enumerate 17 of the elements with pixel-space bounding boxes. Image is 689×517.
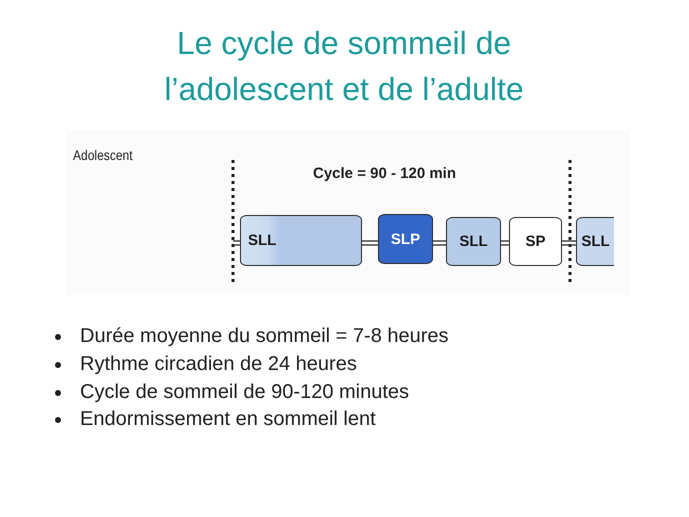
list-item: Durée moyenne du sommeil = 7-8 heures bbox=[80, 324, 449, 348]
list-item: Endormissement en sommeil lent bbox=[80, 407, 376, 431]
duration-label: Cycle = 90 - 120 min bbox=[313, 165, 456, 183]
sleep-stage-box: SLL bbox=[240, 215, 362, 266]
connector bbox=[432, 240, 447, 246]
list-item: Cycle de sommeil de 90-120 minutes bbox=[80, 380, 410, 404]
connector bbox=[561, 240, 577, 246]
sleep-stage-box: SLL bbox=[446, 217, 501, 266]
sleep-stage-box: SLP bbox=[378, 214, 433, 264]
sleep-stage-box: SLL bbox=[576, 217, 614, 266]
title: Le cycle de sommeil de l’adolescent et de l’adulte bbox=[163, 24, 525, 109]
connector bbox=[361, 240, 379, 246]
connector bbox=[500, 240, 510, 246]
list-item: Rythme circadien de 24 heures bbox=[80, 352, 357, 376]
group-label: Adolescent bbox=[73, 147, 133, 164]
sleep-stage-box: SP bbox=[509, 217, 562, 266]
connector bbox=[232, 240, 241, 246]
